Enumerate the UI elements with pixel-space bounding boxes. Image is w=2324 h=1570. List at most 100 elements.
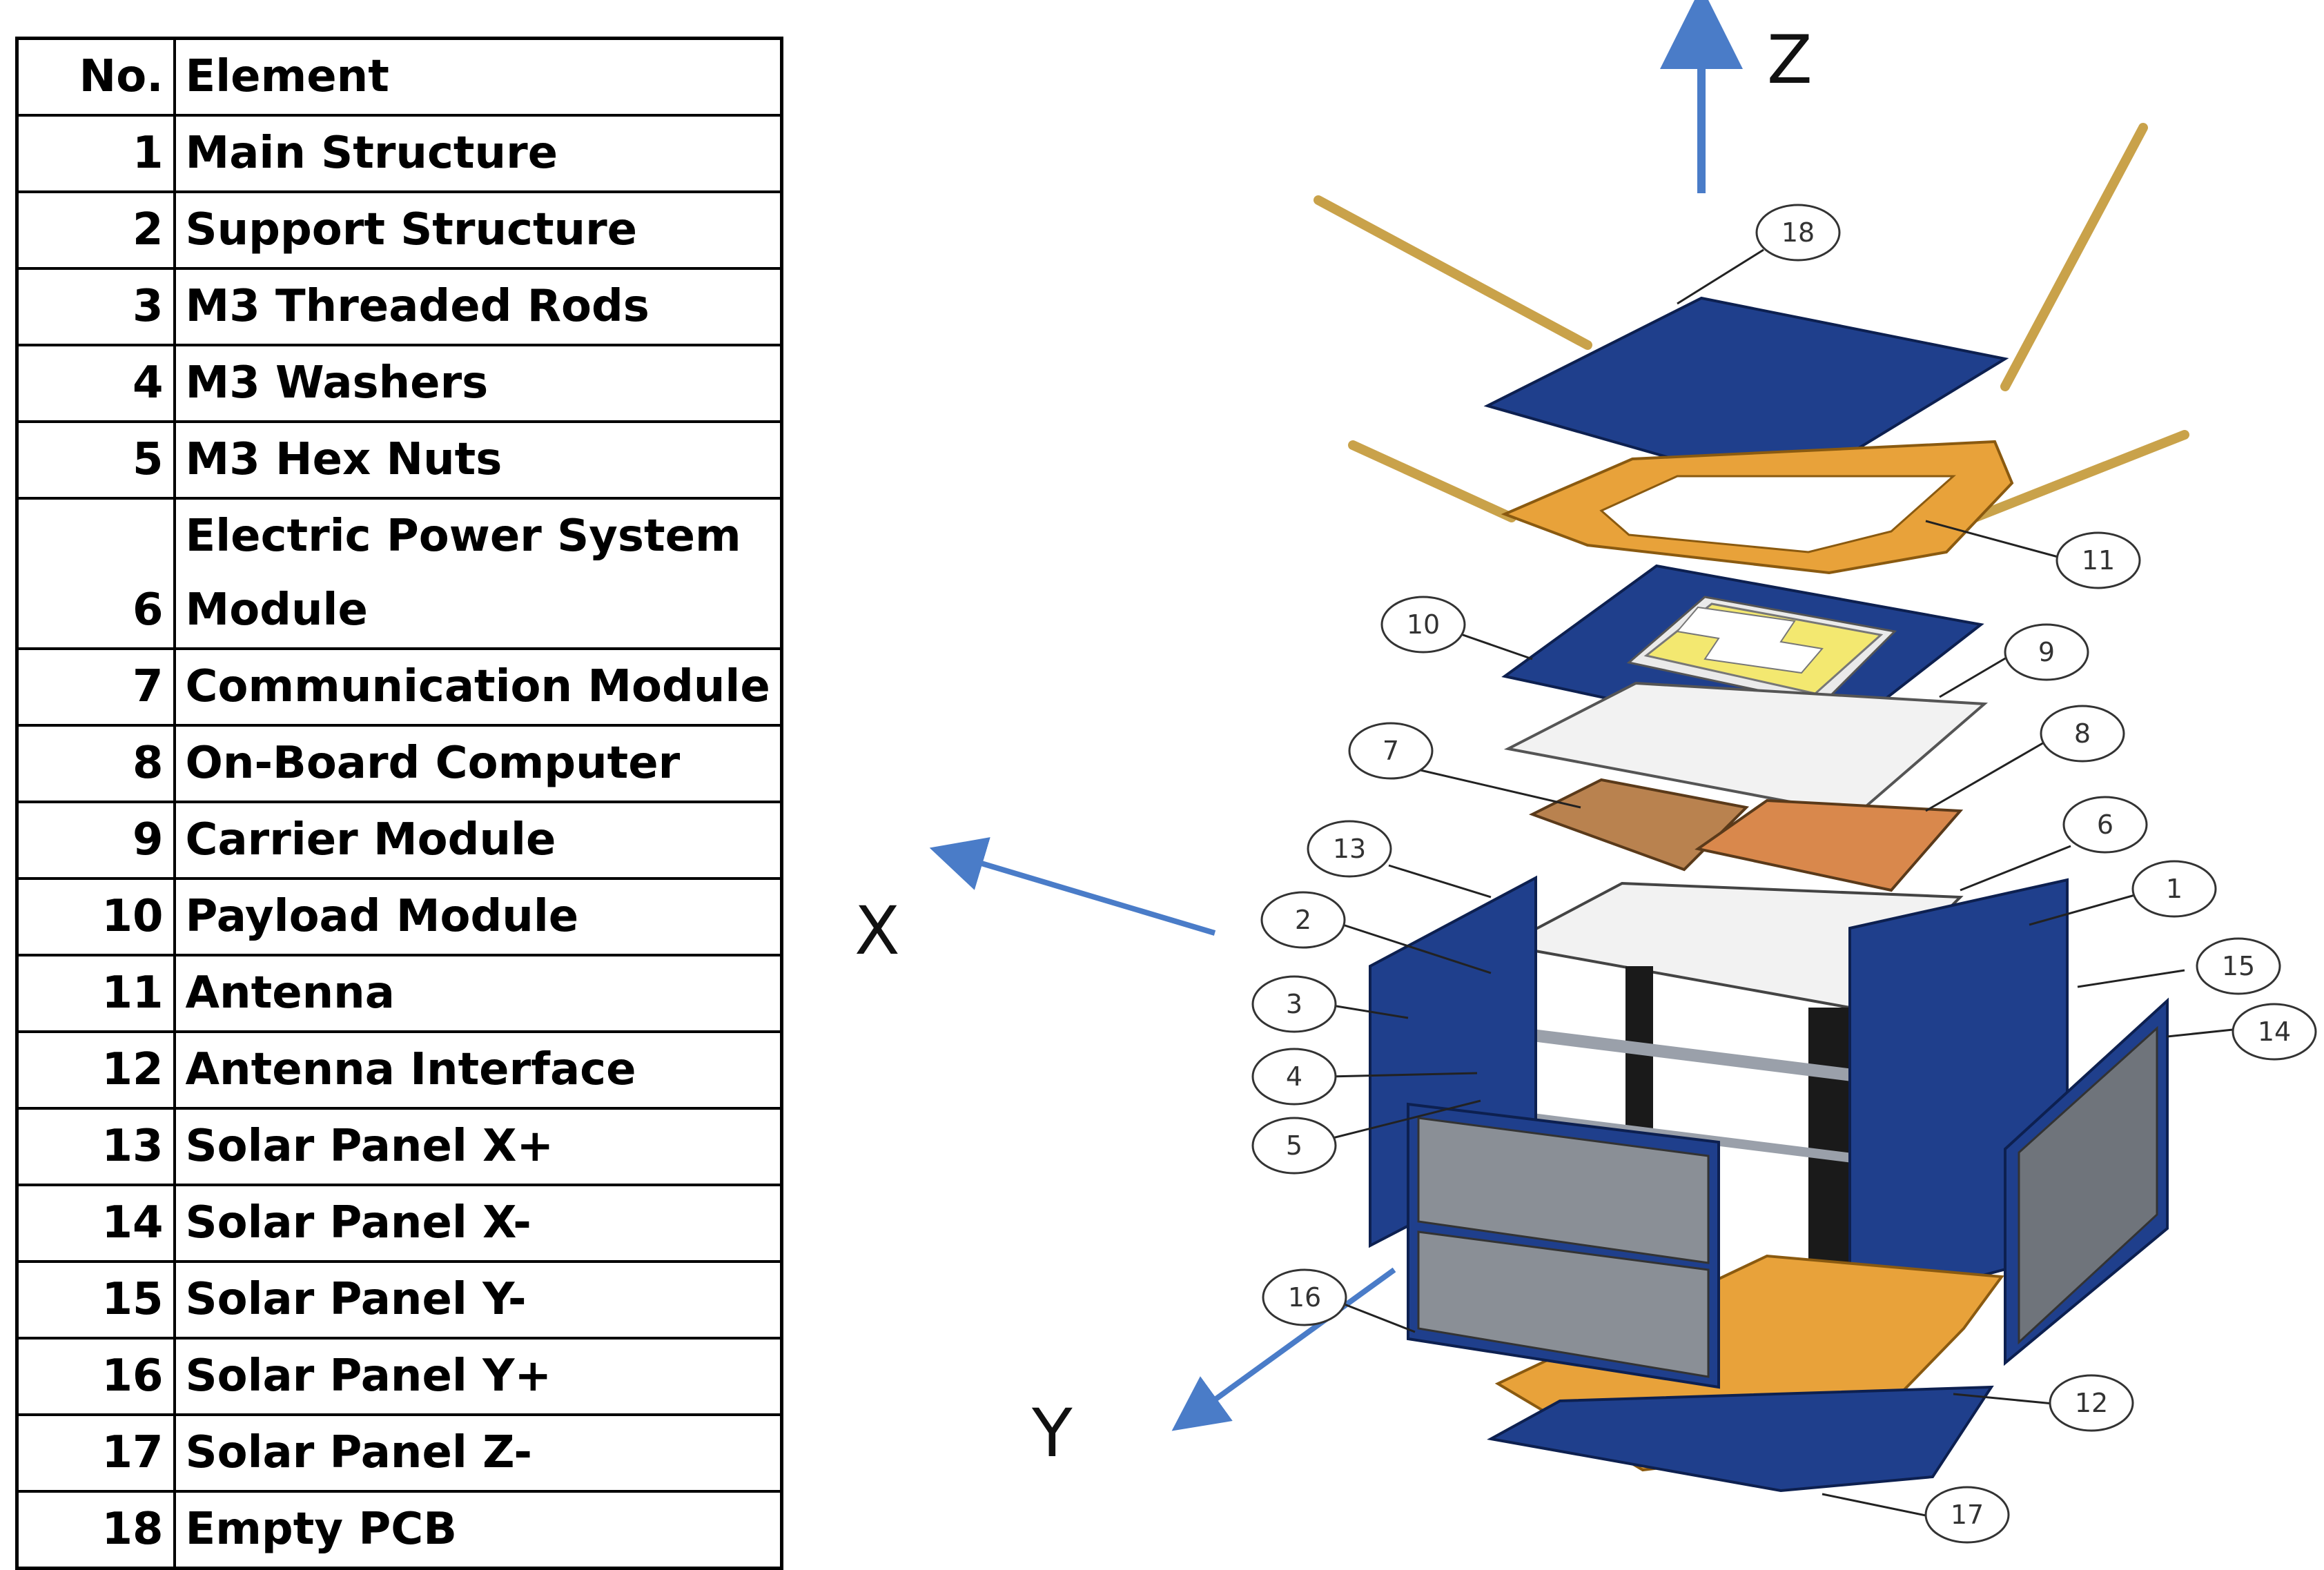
antenna-interface-top (1501, 440, 2014, 575)
row-element: On-Board Computer (173, 724, 783, 803)
row-element: M3 Washers (173, 344, 783, 423)
eps-module (1500, 881, 1964, 1010)
axis-z: Z (1660, 0, 1813, 193)
row-number: 11 (15, 954, 176, 1033)
row-element: Support Structure (173, 190, 783, 270)
svg-text:12: 12 (2075, 1388, 2108, 1418)
row-element: Antenna Interface (173, 1030, 783, 1110)
callout-14: 14 (2232, 1003, 2317, 1061)
row-number: 3 (15, 267, 176, 346)
solar-panel-z-minus (1487, 1385, 1994, 1493)
row-element: M3 Hex Nuts (173, 420, 783, 500)
svg-text:6: 6 (2097, 809, 2113, 840)
callout-17: 17 (1924, 1486, 2010, 1544)
row-element: Solar Panel Z- (173, 1413, 783, 1493)
communication-module (1528, 778, 1750, 872)
callout-9: 9 (2004, 623, 2089, 681)
row-element: Solar Panel Y+ (173, 1337, 783, 1416)
svg-text:15: 15 (2222, 951, 2255, 981)
row-element: Antenna (173, 954, 783, 1033)
solar-panel-x-minus (2004, 997, 2169, 1366)
row-element: Payload Module (173, 877, 783, 956)
callout-18: 18 (1755, 204, 1841, 262)
row-number: 5 (15, 420, 176, 500)
callout-15: 15 (2196, 937, 2281, 995)
cubesat-exploded-diagram: Z X Y (855, 0, 2317, 1544)
row-number: 17 (15, 1413, 176, 1493)
svg-text:8: 8 (2074, 718, 2091, 749)
row-number: 14 (15, 1184, 176, 1263)
svg-text:2: 2 (1295, 905, 1311, 935)
row-element: Electric Power System Module (173, 497, 783, 650)
axis-y-label: Y (1031, 1395, 1073, 1472)
callout-11: 11 (2056, 531, 2141, 589)
row-element: Main Structure (173, 114, 783, 193)
row-number: 9 (15, 801, 176, 880)
callout-2: 2 (1260, 891, 1346, 949)
row-element: Carrier Module (173, 801, 783, 880)
row-number: 18 (15, 1490, 176, 1570)
row-element: Empty PCB (173, 1490, 783, 1570)
row-element: Solar Panel X- (173, 1184, 783, 1263)
table-header-row: No. Element (15, 37, 783, 117)
svg-text:3: 3 (1286, 989, 1302, 1019)
row-number: 6 (15, 497, 176, 650)
row-number: 4 (15, 344, 176, 423)
callout-8: 8 (2040, 705, 2125, 763)
on-board-computer (1695, 798, 1964, 892)
svg-text:11: 11 (2082, 545, 2115, 576)
svg-text:18: 18 (1781, 217, 1815, 248)
row-element: Solar Panel Y- (173, 1260, 783, 1340)
callout-6: 6 (2062, 796, 2148, 854)
svg-text:9: 9 (2038, 637, 2055, 667)
row-number: 13 (15, 1107, 176, 1186)
header-no: No. (15, 37, 176, 117)
callout-16: 16 (1262, 1268, 1347, 1326)
row-number: 15 (15, 1260, 176, 1340)
leader-lines (1321, 248, 2234, 1518)
callout-3: 3 (1251, 975, 1337, 1033)
callout-12: 12 (2049, 1374, 2134, 1432)
row-number: 12 (15, 1030, 176, 1110)
svg-text:10: 10 (1407, 609, 1440, 640)
solar-panel-y-plus (1407, 1102, 1720, 1389)
row-number: 8 (15, 724, 176, 803)
svg-text:17: 17 (1951, 1500, 1984, 1530)
axis-x-label: X (855, 892, 900, 970)
callout-5: 5 (1251, 1117, 1337, 1175)
svg-text:1: 1 (2166, 874, 2183, 904)
svg-text:16: 16 (1288, 1282, 1321, 1313)
row-element: Communication Module (173, 647, 783, 727)
axis-x: X (855, 837, 1216, 970)
svg-text:14: 14 (2258, 1017, 2291, 1047)
row-element: Solar Panel X+ (173, 1107, 783, 1186)
row-number: 1 (15, 114, 176, 193)
header-element: Element (173, 37, 783, 117)
callout-7: 7 (1348, 722, 1434, 780)
row-number: 16 (15, 1337, 176, 1416)
svg-text:13: 13 (1333, 834, 1366, 864)
row-number: 2 (15, 190, 176, 270)
callout-1: 1 (2131, 860, 2217, 918)
svg-text:4: 4 (1286, 1061, 1302, 1092)
svg-text:7: 7 (1383, 736, 1399, 766)
carrier-module (1503, 681, 1989, 816)
axis-z-label: Z (1767, 21, 1813, 99)
